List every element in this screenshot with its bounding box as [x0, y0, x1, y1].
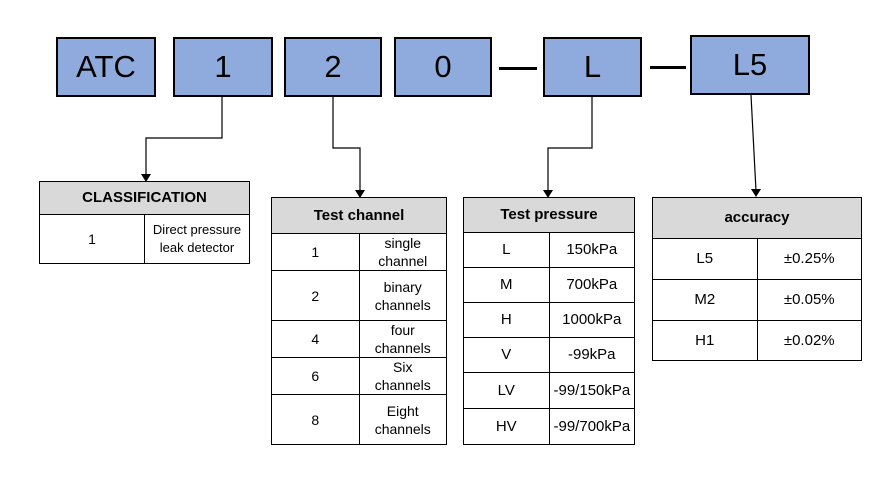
pressure-code: L: [463, 232, 550, 268]
table-row: 2 binary channels: [271, 270, 447, 321]
table-row: 1 single channel: [271, 233, 447, 271]
code-segment-pressure: L: [543, 37, 642, 97]
accuracy-code: M2: [652, 279, 758, 321]
arrow-classification: [145, 97, 223, 176]
accuracy-value: ±0.25%: [756, 238, 862, 280]
table-row: H1 ±0.02%: [652, 320, 862, 361]
pressure-code: HV: [463, 408, 550, 445]
code-segment-series: ATC: [56, 37, 156, 97]
test-pressure-title: Test pressure: [463, 197, 635, 233]
pressure-value: -99/150kPa: [548, 372, 635, 409]
classification-table: CLASSIFICATION 1 Direct pressure leak de…: [39, 181, 250, 264]
pressure-code: M: [463, 267, 550, 303]
classification-desc: Direct pressure leak detector: [144, 214, 250, 264]
table-row: 6 Six channels: [271, 357, 447, 395]
code-separator: [650, 66, 686, 69]
code-segment-accuracy: L5: [690, 35, 810, 95]
arrow-test-pressure: [547, 97, 593, 192]
table-row: 8 Eight channels: [271, 394, 447, 445]
accuracy-title: accuracy: [652, 197, 862, 239]
channel-desc: Six channels: [358, 357, 447, 395]
pressure-code: H: [463, 302, 550, 338]
table-row: HV -99/700kPa: [463, 408, 635, 445]
channel-code: 2: [271, 270, 360, 321]
classification-title: CLASSIFICATION: [39, 181, 250, 215]
accuracy-value: ±0.05%: [756, 279, 862, 321]
channel-code: 4: [271, 320, 360, 358]
channel-desc: four channels: [358, 320, 447, 358]
accuracy-code: H1: [652, 320, 758, 361]
accuracy-table: accuracy L5 ±0.25% M2 ±0.05% H1 ±0.02%: [652, 197, 862, 361]
pressure-value: -99/700kPa: [548, 408, 635, 445]
table-row: L 150kPa: [463, 232, 635, 268]
table-row: L5 ±0.25%: [652, 238, 862, 280]
arrow-test-channel: [332, 97, 361, 192]
pressure-value: 150kPa: [548, 232, 635, 268]
channel-desc: single channel: [358, 233, 447, 271]
pressure-code: V: [463, 337, 550, 373]
table-row: M2 ±0.05%: [652, 279, 862, 321]
pressure-value: -99kPa: [548, 337, 635, 373]
code-separator: [499, 67, 537, 70]
pressure-value: 1000kPa: [548, 302, 635, 338]
test-pressure-table: Test pressure L 150kPa M 700kPa H 1000kP…: [463, 197, 635, 445]
channel-desc: binary channels: [358, 270, 447, 321]
accuracy-value: ±0.02%: [756, 320, 862, 361]
classification-code: 1: [39, 214, 145, 264]
code-segment-reserved: 0: [394, 37, 492, 97]
channel-code: 6: [271, 357, 360, 395]
channel-code: 8: [271, 394, 360, 445]
code-segment-classification: 1: [173, 37, 273, 97]
code-segment-channel: 2: [284, 37, 382, 97]
channel-desc: Eight channels: [358, 394, 447, 445]
channel-code: 1: [271, 233, 360, 271]
table-row: LV -99/150kPa: [463, 372, 635, 409]
accuracy-code: L5: [652, 238, 758, 280]
arrow-accuracy: [750, 94, 757, 192]
test-channel-table: Test channel 1 single channel 2 binary c…: [271, 197, 447, 445]
pressure-code: LV: [463, 372, 550, 409]
table-row: 4 four channels: [271, 320, 447, 358]
pressure-value: 700kPa: [548, 267, 635, 303]
test-channel-title: Test channel: [271, 197, 447, 234]
table-row: M 700kPa: [463, 267, 635, 303]
table-row: H 1000kPa: [463, 302, 635, 338]
table-row: V -99kPa: [463, 337, 635, 373]
